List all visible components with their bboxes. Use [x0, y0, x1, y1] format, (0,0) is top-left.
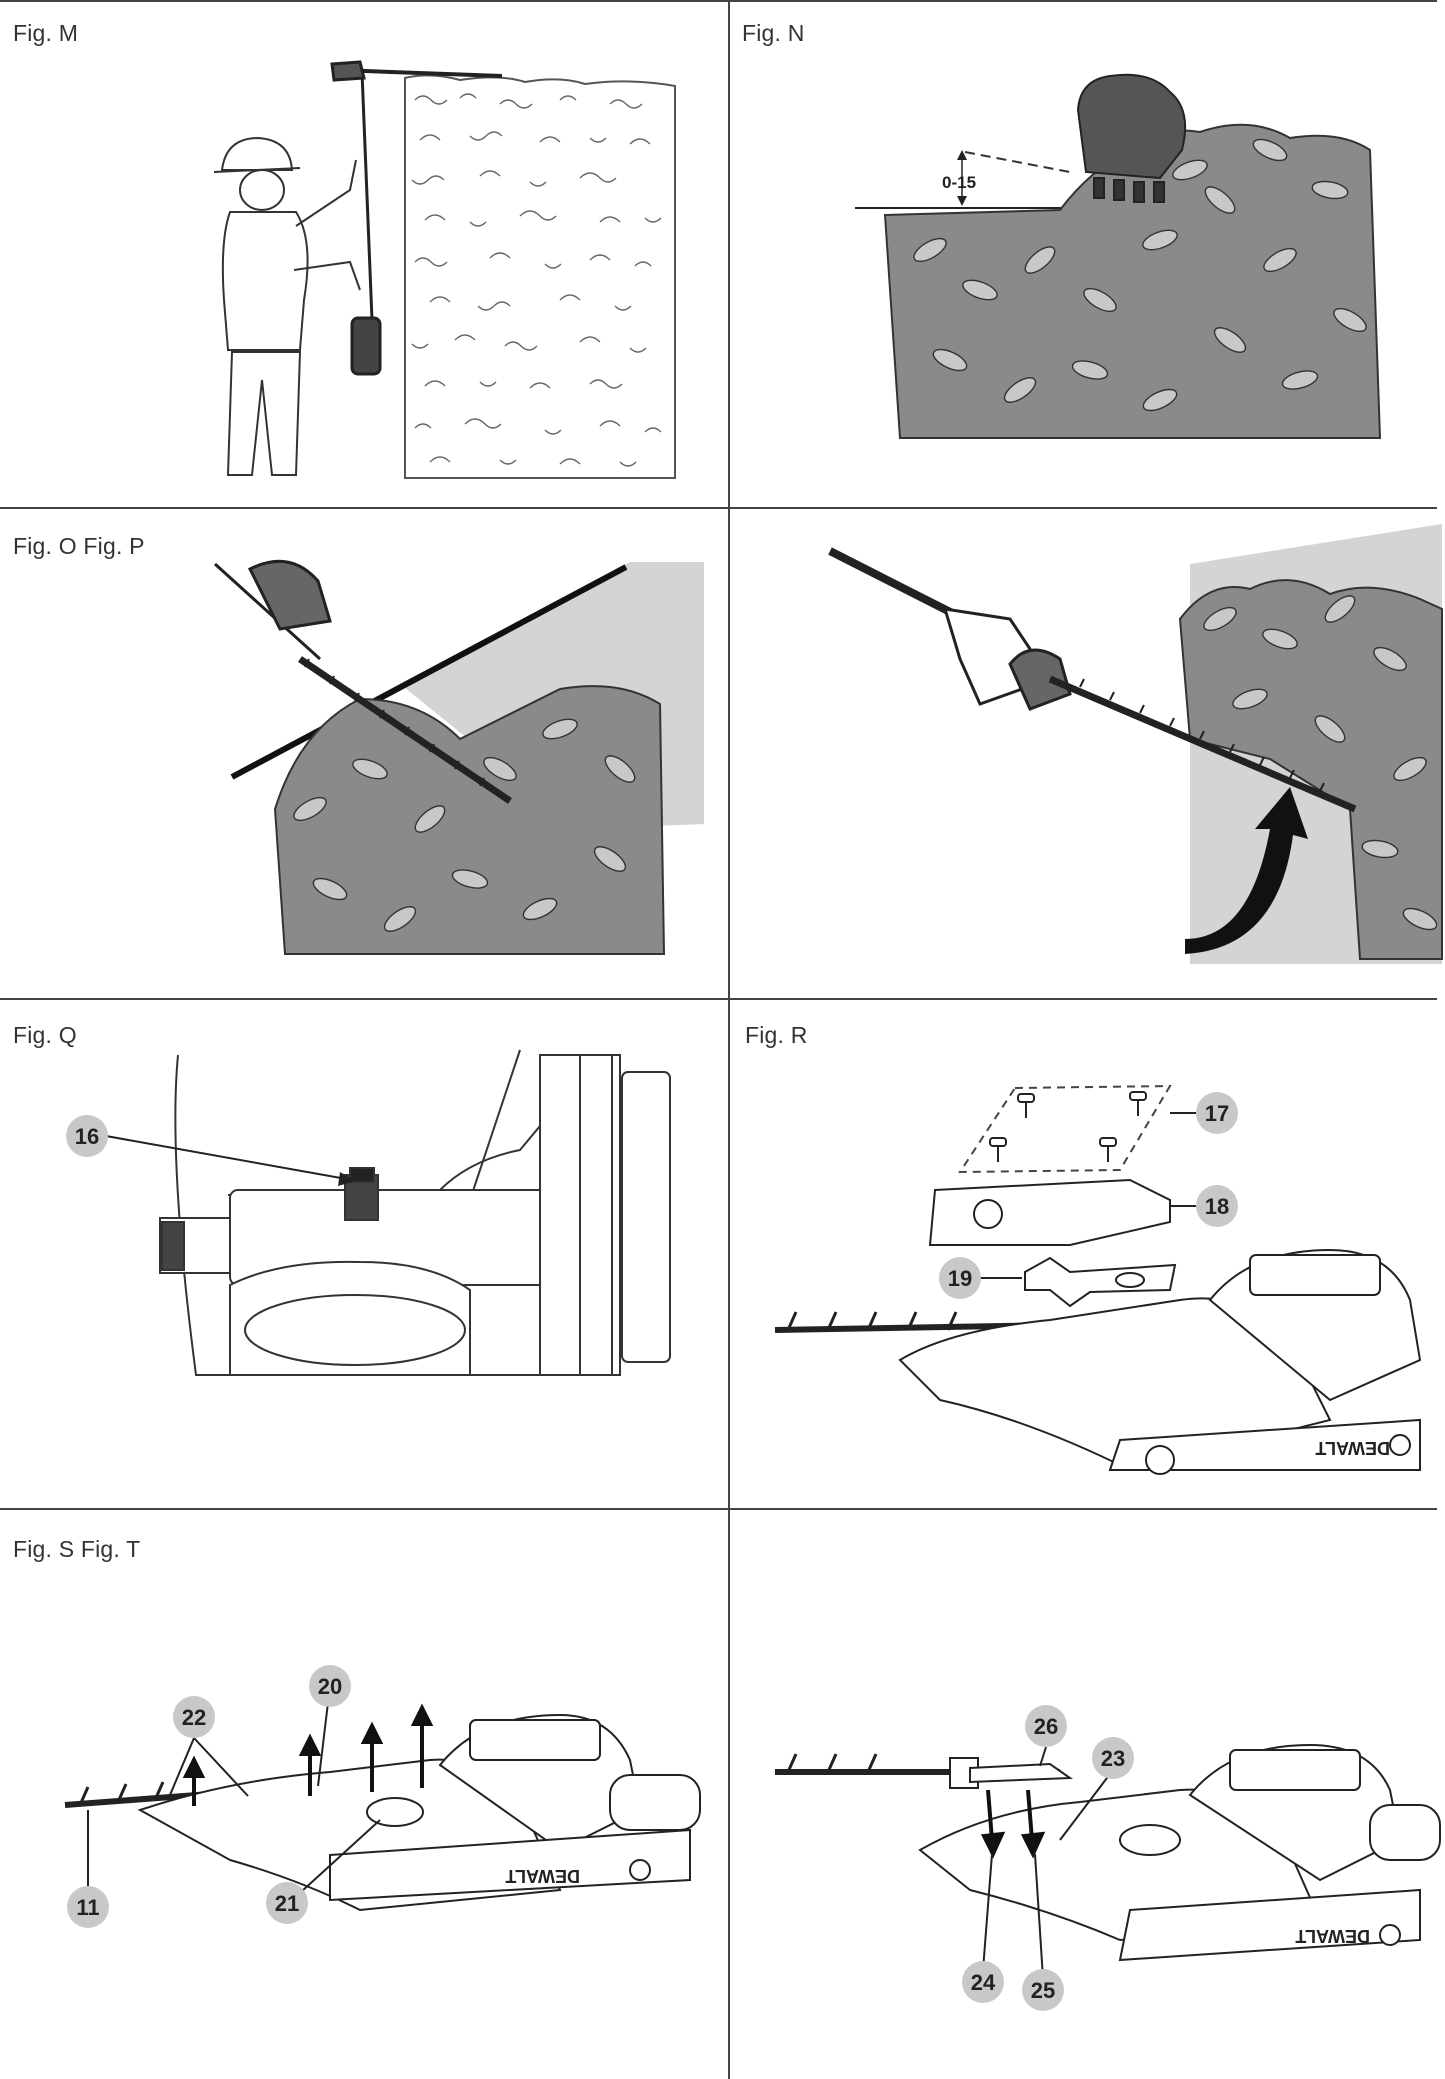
- figure-m-illustration: [213, 60, 676, 479]
- figure-op-label: Fig. O Fig. P: [13, 533, 145, 559]
- callout-18-text: 18: [1205, 1194, 1229, 1219]
- hedge-texture: [411, 93, 662, 467]
- brand-logo: DEWALT: [1295, 1926, 1370, 1946]
- tilt-guide-line: [964, 151, 1071, 173]
- trimmer-blade-diagonal: [213, 559, 512, 804]
- leaf-pattern: [293, 718, 636, 932]
- figure-q-panel: Fig. Q 16: [0, 1000, 728, 1508]
- figure-m-panel: Fig. M: [0, 0, 728, 507]
- trimmer-head: [1076, 73, 1187, 203]
- callout-20: [309, 1665, 351, 1707]
- callout-16: [66, 1115, 108, 1157]
- figure-p-illustration: [828, 524, 1443, 964]
- callout-24: [962, 1961, 1004, 2003]
- callout-21-text: 21: [275, 1891, 299, 1916]
- figure-op-panel-left: Fig. O Fig. P: [0, 509, 728, 998]
- top-border: [0, 0, 1437, 2]
- install-arrows: [980, 1789, 1046, 1859]
- callout-22-text: 22: [182, 1705, 206, 1730]
- row-divider-1: [0, 507, 1437, 509]
- callout-24-text: 24: [971, 1970, 996, 1995]
- callout-11: [67, 1886, 109, 1928]
- trimmer-body: [775, 1743, 1441, 1962]
- figure-op-panel-right: [730, 509, 1445, 998]
- callout-20-text: 20: [318, 1674, 342, 1699]
- dimension-text: 0-15: [942, 173, 976, 192]
- figure-t-illustration: DEWALT 26 23 24 25: [775, 1705, 1441, 2011]
- trimmer-body: [64, 1713, 701, 1912]
- callout-11-text: 11: [76, 1895, 99, 1920]
- leader-line-16: [105, 1135, 353, 1181]
- callout-19: [939, 1257, 981, 1299]
- figure-t-panel: DEWALT 26 23 24 25: [730, 1510, 1445, 2079]
- callout-21: [266, 1882, 308, 1924]
- figure-r-label: Fig. R: [745, 1022, 808, 1048]
- brand-logo: DEWALT: [505, 1866, 580, 1886]
- callout-18: [1196, 1185, 1238, 1227]
- screw-plane: [958, 1084, 1172, 1174]
- figure-n-panel: Fig. N 0-15: [730, 0, 1445, 507]
- figure-r-panel: Fig. R 17 18 19: [730, 1000, 1445, 1508]
- figure-n-illustration: 0-15: [855, 73, 1382, 439]
- figure-s-panel: Fig. S Fig. T DEWALT: [0, 1510, 728, 2079]
- cutting-angle-line: [230, 564, 628, 780]
- motor-housing: [159, 1049, 671, 1376]
- gasket: [1024, 1256, 1177, 1308]
- figure-q-illustration: 16: [66, 1049, 671, 1376]
- trimmer-blade-horizontal: [828, 547, 1357, 813]
- leaf-pattern: [1203, 595, 1438, 931]
- screws: [989, 1091, 1147, 1162]
- figure-n-label: Fig. N: [742, 20, 805, 46]
- leaf-pattern: [913, 138, 1367, 412]
- callout-22: [173, 1696, 215, 1738]
- callout-25: [1022, 1969, 1064, 2011]
- brand-logo: DEWALT: [1315, 1438, 1390, 1458]
- figure-st-label: Fig. S Fig. T: [13, 1536, 141, 1562]
- blade-cover: [928, 1178, 1171, 1246]
- hedge-trimmer-pole: [330, 60, 503, 376]
- callout-26-text: 26: [1034, 1714, 1058, 1739]
- row-divider-2: [0, 998, 1437, 1000]
- row-divider-3: [0, 1508, 1437, 1510]
- callout-25-text: 25: [1031, 1978, 1055, 2003]
- callout-17: [1196, 1092, 1238, 1134]
- callout-19-text: 19: [948, 1266, 972, 1291]
- callout-23-text: 23: [1101, 1746, 1125, 1771]
- column-divider: [728, 0, 730, 2079]
- curved-arrow-icon: [1185, 787, 1308, 954]
- figure-o-illustration: [213, 559, 704, 955]
- hedge-block: [1178, 579, 1443, 960]
- figure-q-label: Fig. Q: [13, 1022, 77, 1048]
- trimmer-body: [774, 1248, 1422, 1475]
- removal-arrows: [182, 1703, 434, 1806]
- figure-m-label: Fig. M: [13, 20, 79, 46]
- worker-figure: [213, 136, 361, 476]
- callout-26: [1025, 1705, 1067, 1747]
- callout-17-text: 17: [1205, 1101, 1229, 1126]
- callout-23: [1092, 1737, 1134, 1779]
- hedge-block: [273, 685, 666, 955]
- figure-s-illustration: DEWALT 22 20 11 21: [64, 1665, 701, 1928]
- callout-16-text: 16: [75, 1124, 99, 1149]
- figure-r-illustration: 17 18 19 DEWALT: [774, 1084, 1422, 1475]
